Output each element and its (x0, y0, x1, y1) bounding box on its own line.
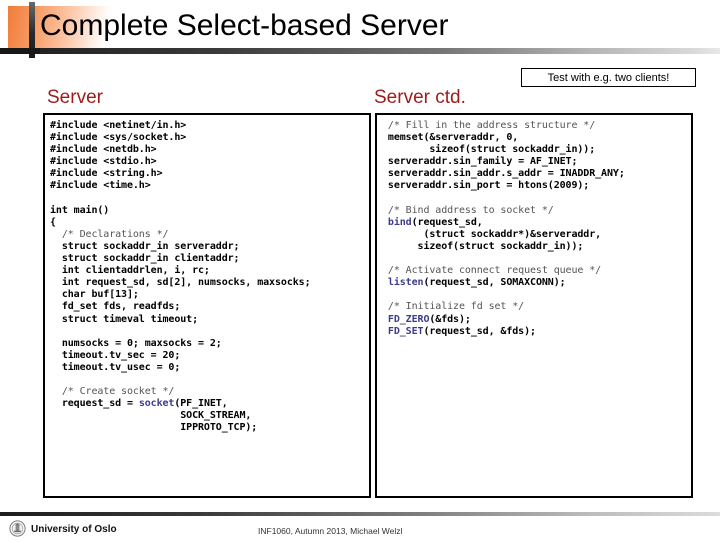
code-text: numsocks = 0; maxsocks = 2; (50, 337, 222, 349)
code-block-server: #include <netinet/in.h> #include <sys/so… (50, 120, 365, 434)
code-text (50, 229, 62, 240)
code-text: sizeof(struct sockaddr_in)); (382, 144, 596, 156)
code-text: #include <stdio.h> (50, 156, 157, 168)
code-text: (&fds); (429, 313, 471, 325)
code-text: struct sockaddr_in clientaddr; (50, 253, 240, 265)
code-keyword: listen (387, 277, 424, 289)
code-text: (struct sockaddr*)&serveraddr, (382, 228, 602, 240)
code-text: (request_sd, SOMAXCONN); (423, 277, 566, 289)
code-line-blank (50, 193, 365, 205)
code-text: serveraddr.sin_addr.s_addr = INADDR_ANY; (382, 168, 625, 180)
code-comment: /* Create socket */ (61, 386, 175, 398)
code-comment: /* Declarations */ (61, 228, 169, 240)
university-seal-icon (9, 520, 26, 537)
code-text (50, 386, 62, 397)
code-text: serveraddr.sin_port = htons(2009); (382, 180, 590, 192)
code-text: { (50, 216, 56, 228)
code-text: #include <time.h> (50, 180, 151, 192)
code-text: (PF_INET, (174, 398, 228, 410)
code-text: int clientaddrlen, i, rc; (50, 265, 210, 277)
code-text: memset(&serveraddr, 0, (382, 132, 519, 144)
title-divider-rule (0, 48, 720, 54)
code-text: SOCK_STREAM, (50, 410, 252, 422)
code-text: #include <netinet/in.h> (50, 120, 187, 131)
code-keyword: FD_ZERO (387, 313, 430, 325)
code-panel-server-ctd: /* Fill in the address structure */ mems… (375, 113, 693, 498)
code-line-blank (382, 253, 687, 265)
column-heading-right: Server ctd. (374, 87, 466, 108)
code-text: #include <netdb.h> (50, 144, 157, 156)
code-text: request_sd = (50, 398, 139, 410)
code-text: serveraddr.sin_family = AF_INET; (382, 156, 578, 168)
code-text: #include <sys/socket.h> (50, 132, 187, 144)
code-text: timeout.tv_sec = 20; (50, 349, 181, 361)
code-keyword: bind (387, 216, 412, 228)
code-comment: /* Activate connect request queue */ (387, 265, 602, 277)
code-text: sizeof(struct sockaddr_in)); (382, 240, 584, 252)
page-title: Complete Select-based Server (40, 9, 449, 42)
code-text: char buf[13]; (50, 289, 139, 301)
footer-organization: University of Oslo (31, 524, 117, 535)
code-text: struct timeval timeout; (50, 313, 199, 325)
footer-course-info: INF1060, Autumn 2013, Michael Welzl (258, 526, 403, 536)
code-line-blank (50, 374, 365, 386)
callout-note-text: Test with e.g. two clients! (547, 71, 670, 84)
code-text: fd_set fds, readfds; (50, 301, 181, 313)
callout-note: Test with e.g. two clients! (521, 68, 696, 87)
code-text: (request_sd, (411, 216, 483, 228)
code-line-blank (382, 289, 687, 301)
title-divider-cap (0, 48, 40, 54)
code-text: int request_sd, sd[2], numsocks, maxsock… (50, 277, 311, 289)
code-panel-server: #include <netinet/in.h> #include <sys/so… (43, 113, 371, 498)
code-comment: /* Initialize fd set */ (387, 301, 525, 313)
title-accent-block (8, 6, 128, 54)
code-text: int main() (50, 204, 110, 216)
code-comment: /* Fill in the address structure */ (387, 120, 596, 131)
code-block-server-ctd: /* Fill in the address structure */ mems… (382, 120, 687, 338)
code-keyword: socket (138, 398, 175, 410)
column-heading-left: Server (47, 87, 103, 108)
code-line-blank (50, 326, 365, 338)
code-text: #include <string.h> (50, 168, 163, 180)
code-text: struct sockaddr_in serveraddr; (50, 240, 240, 252)
title-vertical-bar (29, 2, 35, 58)
code-text: (request_sd, &fds); (423, 325, 536, 337)
code-comment: /* Bind address to socket */ (387, 204, 554, 216)
code-text: timeout.tv_usec = 0; (50, 361, 181, 373)
footer-divider-rule (0, 512, 720, 516)
code-text: IPPROTO_TCP); (50, 422, 258, 434)
code-keyword: FD_SET (387, 325, 424, 337)
code-line-blank (382, 193, 687, 205)
